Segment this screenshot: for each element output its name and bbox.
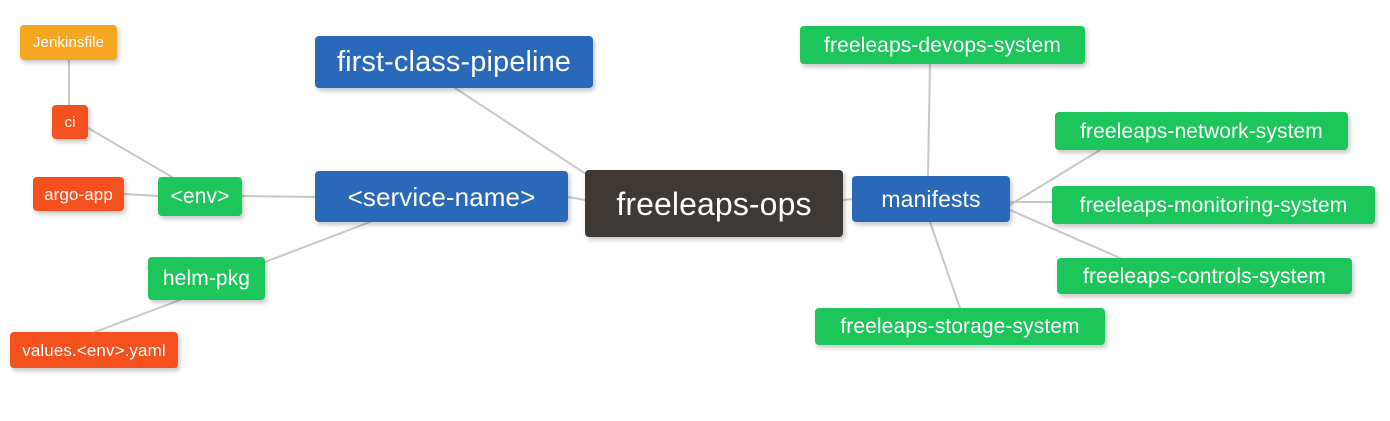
- edge-manifests-to-freeleaps-devops-system: [927, 63, 931, 177]
- edge-manifests-to-freeleaps-storage-system: [929, 221, 961, 309]
- mindmap-node-label: freeleaps-controls-system: [1083, 264, 1326, 288]
- mindmap-node-label: manifests: [881, 185, 981, 212]
- mindmap-node-freeleaps-network-system[interactable]: freeleaps-network-system: [1055, 112, 1348, 150]
- mindmap-node-label: <service-name>: [347, 181, 536, 212]
- mindmap-node-helm-pkg[interactable]: helm-pkg: [148, 257, 265, 300]
- edge-freeleaps-ops-to-first-class-pipeline: [454, 87, 593, 179]
- edge-freeleaps-ops-to-service-name: [567, 196, 586, 201]
- edge-freeleaps-ops-to-manifests: [842, 198, 853, 201]
- mindmap-node-freeleaps-storage-system[interactable]: freeleaps-storage-system: [815, 308, 1105, 345]
- mindmap-node-label: argo-app: [44, 184, 113, 204]
- mindmap-node-jenkinsfile[interactable]: Jenkinsfile: [20, 25, 117, 60]
- edge-env-to-argo-app: [123, 193, 159, 197]
- mindmap-node-env[interactable]: <env>: [158, 177, 242, 216]
- mindmap-node-manifests[interactable]: manifests: [852, 176, 1010, 222]
- mindmap-node-label: first-class-pipeline: [336, 45, 572, 78]
- mindmap-node-ci[interactable]: ci: [52, 105, 88, 139]
- mindmap-node-label: freeleaps-devops-system: [824, 33, 1061, 57]
- mindmap-node-label: ci: [64, 113, 76, 131]
- edge-helm-pkg-to-values-yaml: [94, 299, 181, 333]
- mindmap-node-first-class-pipeline[interactable]: first-class-pipeline: [315, 36, 593, 88]
- mindmap-node-freeleaps-ops[interactable]: freeleaps-ops: [585, 170, 843, 237]
- mindmap-node-label: Jenkinsfile: [32, 34, 105, 51]
- mindmap-node-argo-app[interactable]: argo-app: [33, 177, 124, 211]
- mindmap-node-label: freeleaps-monitoring-system: [1079, 193, 1348, 217]
- edge-service-name-to-env: [241, 195, 316, 198]
- mindmap-node-label: helm-pkg: [162, 267, 251, 290]
- mindmap-node-freeleaps-controls-system[interactable]: freeleaps-controls-system: [1057, 258, 1352, 294]
- mindmap-node-label: <env>: [170, 185, 230, 208]
- mindmap-node-freeleaps-devops-system[interactable]: freeleaps-devops-system: [800, 26, 1085, 64]
- edge-service-name-to-helm-pkg: [264, 221, 371, 263]
- mindmap-node-label: values.<env>.yaml: [22, 340, 166, 360]
- mindmap-node-freeleaps-monitoring-system[interactable]: freeleaps-monitoring-system: [1052, 186, 1375, 224]
- edge-env-to-ci: [87, 127, 173, 178]
- mindmap-node-label: freeleaps-storage-system: [840, 315, 1080, 338]
- mindmap-node-label: freeleaps-ops: [616, 185, 812, 222]
- mindmap-node-values-yaml[interactable]: values.<env>.yaml: [10, 332, 178, 368]
- mindmap-node-label: freeleaps-network-system: [1080, 119, 1323, 143]
- mindmap-node-service-name[interactable]: <service-name>: [315, 171, 568, 222]
